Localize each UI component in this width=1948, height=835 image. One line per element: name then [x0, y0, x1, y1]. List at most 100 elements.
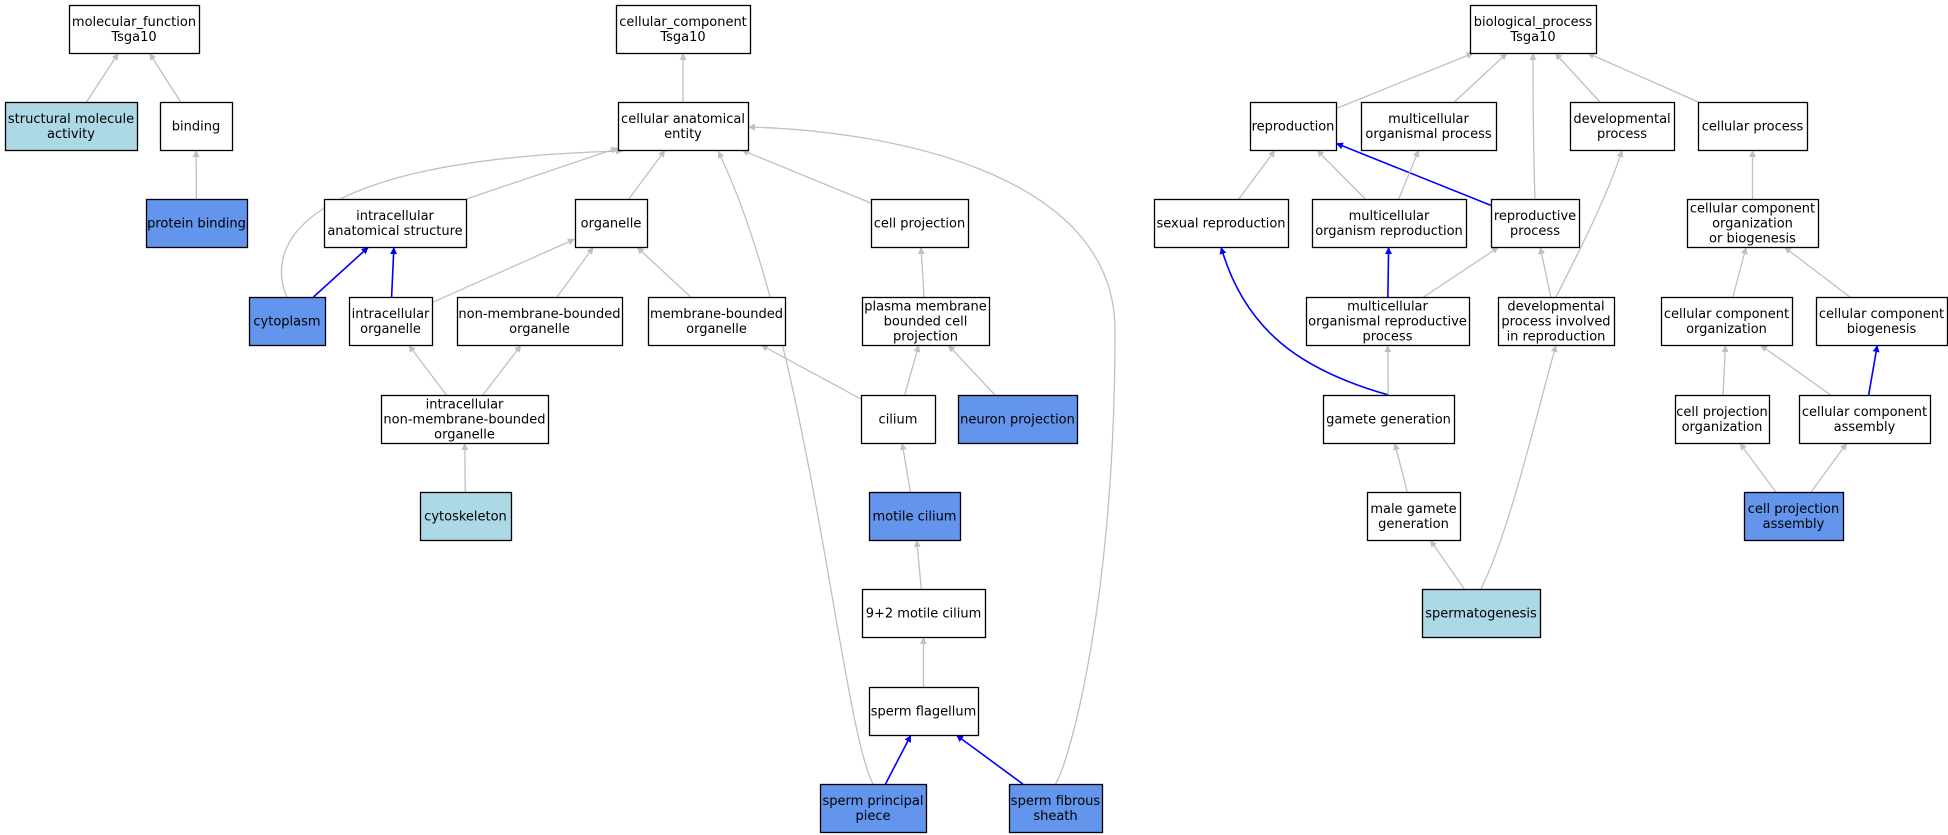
node-cytoplasm[interactable]: cytoplasm — [248, 296, 327, 347]
node-box — [860, 394, 937, 445]
node-label-line: cellular process — [1702, 120, 1804, 135]
node-label-line: spermatogenesis — [1425, 607, 1537, 622]
node-box — [1686, 198, 1820, 249]
node-box — [68, 4, 201, 55]
node-label-line: non-membrane-bounded — [458, 307, 620, 322]
node-cellproc[interactable]: cellular process — [1697, 101, 1809, 152]
node-label-line: sperm fibrous — [1011, 794, 1101, 809]
edge-dpir-to-reproproc — [1538, 246, 1552, 298]
node-label-line: developmental — [1573, 112, 1670, 127]
node-box — [1249, 101, 1338, 152]
node-label-line: entity — [664, 127, 702, 142]
node-organelle[interactable]: organelle — [574, 198, 649, 249]
node-label-line: cellular_component — [619, 15, 747, 30]
edge-pmbcp-to-cellproj — [917, 246, 925, 298]
node-box — [1815, 296, 1948, 347]
node-label-line: multicellular — [1347, 300, 1428, 315]
node-label-line: organelle — [434, 428, 495, 443]
node-label-line: anatomical structure — [327, 224, 462, 239]
node-label-line: organelle — [686, 322, 747, 337]
node-spermflag[interactable]: sperm flagellum — [868, 686, 980, 737]
node-box — [323, 198, 468, 249]
node-label-line: reproduction — [1252, 120, 1335, 135]
node-box — [1360, 101, 1498, 152]
node-box — [1008, 783, 1104, 834]
node-cellproj[interactable]: cell projection — [870, 198, 970, 249]
edge-cilium-to-pmbcp — [904, 344, 921, 396]
node-label-line: cytoplasm — [253, 315, 320, 330]
node-box — [957, 394, 1079, 445]
node-box — [861, 588, 987, 639]
node-label-line: assembly — [1763, 517, 1825, 532]
node-nineplustwo[interactable]: 9+2 motile cilium — [861, 588, 987, 639]
node-label-line: intracellular — [352, 307, 430, 322]
edge-mgg-to-gametegen — [1393, 442, 1408, 493]
node-label-line: Tsga10 — [659, 30, 705, 45]
edge-spermatogenesis-to-mgg — [1429, 539, 1465, 590]
node-label-line: cellular component — [1690, 202, 1815, 217]
node-label-line: organization — [1686, 322, 1767, 337]
node-binding[interactable]: binding — [159, 101, 234, 152]
node-motile[interactable]: motile cilium — [868, 491, 962, 542]
node-sexrepro[interactable]: sexual reproduction — [1153, 198, 1290, 249]
node-box — [1743, 491, 1845, 542]
edge-cca-to-cco — [1759, 344, 1832, 396]
node-cytoskeleton[interactable]: cytoskeleton — [419, 491, 513, 542]
node-label-line: molecular_function — [72, 15, 196, 30]
node-spermatogenesis[interactable]: spermatogenesis — [1421, 588, 1542, 639]
node-gametegen[interactable]: gamete generation — [1322, 394, 1456, 445]
edge-mop-to-bp — [1453, 52, 1508, 103]
node-neuronproj[interactable]: neuron projection — [957, 394, 1079, 445]
node-label-line: neuron projection — [960, 413, 1075, 428]
node-box — [617, 101, 750, 152]
edge-cytoplasm-to-cae — [280, 147, 624, 298]
node-box — [574, 198, 649, 249]
edge-mbo-to-organelle — [636, 246, 692, 298]
edge-neuronproj-to-pmbcp — [947, 344, 996, 396]
node-label-line: organelle — [509, 322, 570, 337]
node-label-line: process involved — [1501, 315, 1610, 330]
node-label-line: structural molecule — [8, 112, 134, 127]
node-pb[interactable]: protein binding — [145, 198, 249, 249]
node-inmbo[interactable]: intracellularnon-membrane-boundedorganel… — [380, 394, 550, 445]
edge-cellproc-to-bp — [1587, 52, 1699, 103]
node-box — [456, 296, 624, 347]
node-label-line: sexual reproduction — [1156, 217, 1285, 232]
edge-gametegen-to-sexrepro — [1219, 246, 1389, 396]
node-box — [1421, 588, 1542, 639]
edge-mor-to-mop — [1398, 149, 1420, 200]
node-label-line: binding — [172, 120, 220, 135]
node-label-line: organismal process — [1365, 127, 1491, 142]
node-label-line: non-membrane-bounded — [383, 413, 545, 428]
node-cilium[interactable]: cilium — [860, 394, 937, 445]
node-box — [4, 101, 139, 152]
node-repro[interactable]: reproduction — [1249, 101, 1338, 152]
